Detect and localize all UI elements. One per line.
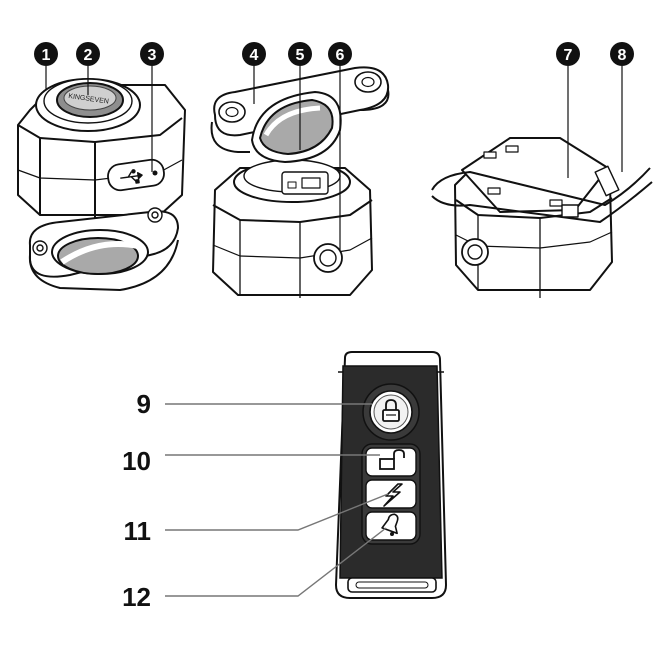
unlock-icon (379, 449, 405, 470)
remote-label-12: 12 (122, 582, 151, 612)
lightning-icon (383, 483, 403, 507)
badge-4: 4 (242, 42, 266, 66)
remote-label-9: 9 (137, 389, 151, 419)
svg-text:3: 3 (148, 47, 157, 64)
svg-text:2: 2 (84, 47, 93, 64)
remote-label-11: 11 (124, 516, 152, 546)
svg-text:6: 6 (336, 47, 345, 64)
led-indicator (152, 170, 158, 176)
usb-icon (120, 169, 143, 184)
usb-port-plate (107, 158, 165, 192)
remote-control (334, 351, 448, 599)
badge-6: 6 (328, 42, 352, 66)
zip-tie (431, 167, 651, 206)
badge-8: 8 (610, 42, 634, 66)
bolt-right (147, 207, 163, 223)
lock-icon (382, 399, 400, 422)
remote-label-10: 10 (122, 446, 151, 476)
svg-text:4: 4 (250, 47, 259, 64)
badge-7: 7 (556, 42, 580, 66)
badge-2: 2 (76, 42, 100, 66)
svg-text:1: 1 (42, 47, 51, 64)
clamp-rubber-back (259, 99, 334, 155)
bolt-left (32, 240, 48, 256)
svg-text:8: 8 (618, 47, 627, 64)
alarm-unit-front: KINGSEVEN (17, 78, 186, 291)
leader-12 (165, 527, 387, 597)
svg-text:5: 5 (296, 47, 305, 64)
alarm-unit-ziptie (431, 137, 653, 298)
badge-3: 3 (140, 42, 164, 66)
svg-text:7: 7 (564, 47, 573, 64)
badge-1: 1 (34, 42, 58, 66)
leader-11 (165, 493, 389, 531)
alarm-unit-back (210, 66, 390, 298)
badge-5: 5 (288, 42, 312, 66)
